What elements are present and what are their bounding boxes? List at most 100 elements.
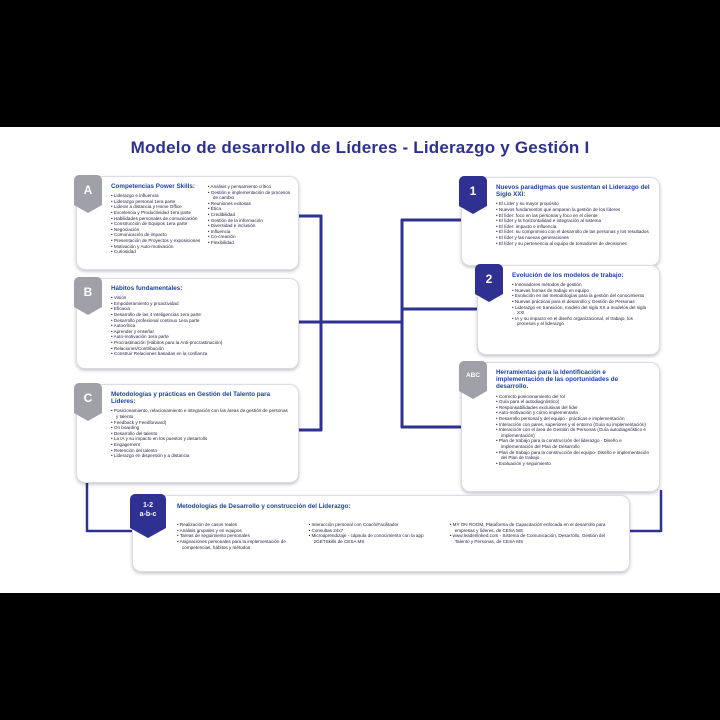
bullet-item: Empoderamiento y proactividad <box>111 301 290 307</box>
list-desarrollo-col3: MY ON ROOM, Plataforma de Capacitación e… <box>442 522 619 550</box>
bullet-item: El líder y su pertenencia al equipo de t… <box>496 241 651 247</box>
bullet-item: Posicionamiento, relacionamiento e integ… <box>111 408 290 419</box>
bullet-item: Análisis y pensamiento crítico <box>208 184 292 190</box>
bullet-item: El Líder y su mayor propósito <box>496 201 651 207</box>
bullet-item: La IA y su impacto en los puestos y desa… <box>111 436 290 442</box>
bullet-item: Feedback y Feedforward) <box>111 420 290 426</box>
bullet-item: Desarrollo personal y del equipo - práct… <box>496 416 651 422</box>
card-herramientas-identificacion: ABC Herramientas para la Identificación … <box>459 361 660 492</box>
bullet-item: Negociación <box>111 227 202 233</box>
bullet-item: Plan de trabajo para la construcción del… <box>496 438 651 449</box>
bullet-item: Credibilidad <box>208 212 292 218</box>
heading-evolucion-modelos: Evolución de los modelos de trabajo: <box>512 272 624 279</box>
bullet-item: Correcto posicionamiento del rol <box>496 394 651 400</box>
bullet-item: Comunicación de impacto <box>111 232 202 238</box>
tab-1-label: 1 <box>469 184 477 198</box>
bullet-item: Liderar a distancia y Home Office <box>111 204 202 210</box>
tab-c: C <box>74 383 102 421</box>
bullet-item: Innovadores métodos de gestión <box>512 282 651 288</box>
bullet-item: Engagement <box>111 442 290 448</box>
bullet-item: Autocrítica <box>111 323 290 329</box>
bullet-item: Eficacia <box>111 306 290 312</box>
tab-1-2-abc: 1-2 a-b-c <box>130 494 166 538</box>
bullet-item: Evaluación y seguimiento <box>496 461 651 467</box>
card-evolucion-modelos: 2 Evolución de los modelos de trabajo: I… <box>475 264 660 355</box>
bullet-item: El líder y las nuevas generaciones <box>496 235 651 241</box>
bullet-item: IA y su impacto en el diseño organizacio… <box>512 316 651 327</box>
bullet-item: Liderazgo e influencia <box>111 193 202 199</box>
tab-2: 2 <box>475 264 503 302</box>
bullet-item: El líder: foco en las personas y foco en… <box>496 213 651 219</box>
heading-metodologias-talento: Metodologías y prácticas en Gestión del … <box>111 391 271 406</box>
bullet-item: Interacción personal con Coach/Facilitad… <box>309 522 442 528</box>
bullet-item: Auto-motivación 1era parte <box>111 334 290 340</box>
heading-habitos: Hábitos fundamentales: <box>111 285 183 292</box>
tab-bottom-line1: 1-2 <box>142 502 154 509</box>
tab-abc: ABC <box>459 361 487 399</box>
card-nuevos-paradigmas: 1 Nuevos paradigmas que sustentan el Lid… <box>459 176 660 266</box>
bullet-item: Aprender y enseñar <box>111 329 290 335</box>
bullet-item: Realización de casos reales <box>177 522 301 528</box>
list-evolucion-modelos: Innovadores métodos de gestiónNuevas for… <box>512 282 651 327</box>
bullet-item: Gestión de la información <box>208 218 292 224</box>
bullet-item: Auto-motivación y cómo implementarla <box>496 410 651 416</box>
bullet-item: MY ON ROOM, Plataforma de Capacitación e… <box>450 522 619 533</box>
bullet-item: Evolución en las metodologías para la ge… <box>512 293 651 299</box>
tab-c-label: C <box>83 391 93 405</box>
bullet-item: Relaciones/Contribución <box>111 346 290 352</box>
bullet-item: Excelencia y Productividad 1era parte <box>111 210 202 216</box>
bullet-item: Guía para el autodiagnóstico) <box>496 399 651 405</box>
bullet-item: Interacción con el área de Gestión de Pe… <box>496 427 651 438</box>
bullet-item: El líder: impacto e influencia <box>496 224 651 230</box>
card-habitos-fundamentales: B Hábitos fundamentales: VisiónEmpoderam… <box>74 277 299 369</box>
card-competencias-power-skills: A Competencias Power Skills: Liderazgo e… <box>74 175 299 270</box>
bullet-item: Flexibilidad <box>208 240 292 246</box>
bullet-item: Desarrollo profesional continuo 1era par… <box>111 318 290 324</box>
bullet-item: Nuevas prácticas para el desarrollo y Ge… <box>512 299 651 305</box>
bullet-item: Co-creación <box>208 234 292 240</box>
heading-nuevos-paradigmas: Nuevos paradigmas que sustentan el Lider… <box>496 184 650 199</box>
bullet-item: Asignaciones personales para la implemen… <box>177 539 301 550</box>
bullet-item: Presentación de Proyectos y exposiciones <box>111 238 202 244</box>
bullet-item: www.leaderlinked.com - Sistema de Comuni… <box>450 533 619 544</box>
bullet-item: Construir Relaciones basadas en la confi… <box>111 351 290 357</box>
bullet-item: Nuevas formas de trabajo en equipo <box>512 288 651 294</box>
card-metodologias-talento: C Metodologías y prácticas en Gestión de… <box>74 383 299 483</box>
bullet-item: Construcción de Equipos 1era parte <box>111 221 202 227</box>
list-competencias-col1: Liderazgo e influenciaLiderazgo personal… <box>111 193 202 255</box>
list-desarrollo-col1: Realización de casos realesAnálisis grup… <box>177 522 301 550</box>
bullet-item: Influencia <box>208 229 292 235</box>
list-habitos: VisiónEmpoderamiento y proactividadEfica… <box>111 295 290 357</box>
bullet-item: On boarding <box>111 425 290 431</box>
heading-competencias: Competencias Power Skills: <box>111 183 195 190</box>
list-nuevos-paradigmas: El Líder y su mayor propósitoNuevos fund… <box>496 201 651 246</box>
tab-a: A <box>74 175 102 213</box>
tab-b-label: B <box>83 285 93 299</box>
bullet-item: Plan de trabajo para la construcción del… <box>496 450 651 461</box>
bullet-item: Microaprendizaje - cápsula de conocimien… <box>309 533 442 544</box>
card-metodologias-desarrollo: 1-2 a-b-c Metodologías de Desarrollo y c… <box>130 494 630 572</box>
bullet-item: Motivación y Auto-motivación <box>111 244 202 250</box>
bullet-item: Tareas de seguimiento personales <box>177 533 301 539</box>
diagram-title: Modelo de desarrollo de Líderes - Lidera… <box>130 138 590 157</box>
bullet-item: Interacción con pares, superiores y el e… <box>496 422 651 428</box>
bullet-item: Nuevos fundamentos que amparan la gestió… <box>496 207 651 213</box>
tab-1: 1 <box>459 176 487 214</box>
heading-metodologias-desarrollo: Metodologías de Desarrollo y construcció… <box>177 503 351 510</box>
tab-2-label: 2 <box>485 272 493 286</box>
list-herramientas: Correcto posicionamiento del rolGuía par… <box>496 394 651 467</box>
tab-abc-label: ABC <box>465 372 481 379</box>
bullet-item: Gestión e implementación de procesos de … <box>208 190 292 201</box>
bullet-item: Desarrollo del talento <box>111 431 290 437</box>
bullet-item: Procrastinación (Hábitos para la Anti-pr… <box>111 340 290 346</box>
tab-bottom-line2: a-b-c <box>139 510 157 518</box>
list-desarrollo-col2: Interacción personal con Coach/Facilitad… <box>301 522 442 550</box>
bullet-item: Reuniones exitosas <box>208 201 292 207</box>
bullet-item: Liderazgo en transición, modelo del sigl… <box>512 305 651 316</box>
bullet-item: Curiosidad <box>111 249 202 255</box>
bullet-item: Habilidades personales de comunicación <box>111 216 202 222</box>
bullet-item: Consultas 24x7 <box>309 528 442 534</box>
tab-a-label: A <box>83 183 93 197</box>
bullet-item: Retención del talento <box>111 448 290 454</box>
